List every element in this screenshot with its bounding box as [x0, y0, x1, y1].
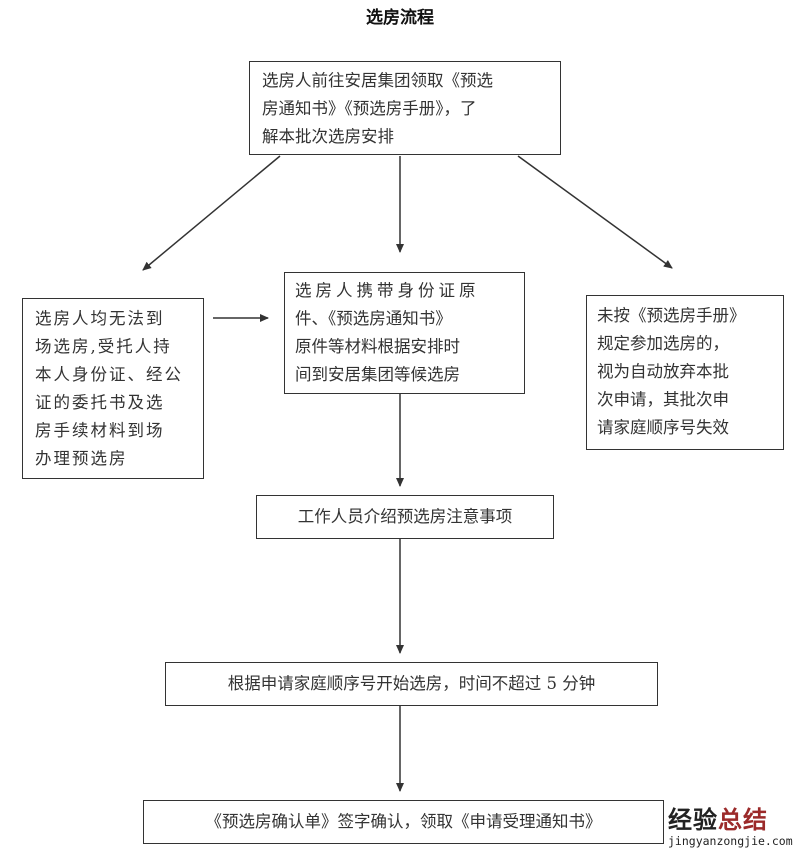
- step-forfeit: 未按《预选房手册》 规定参加选房的， 视为自动放弃本批 次申请，其批次申 请家庭…: [586, 295, 784, 450]
- box-line: 间到安居集团等候选房: [295, 365, 460, 384]
- box-line: 件、《预选房通知书》: [295, 309, 452, 328]
- box-line: 本人身份证、经公: [35, 365, 183, 384]
- watermark-url: jingyanzongjie.com: [668, 834, 793, 848]
- watermark-text-red: 总结: [718, 806, 768, 834]
- box-line: 原件等材料根据安排时: [295, 337, 460, 356]
- box-line: 规定参加选房的，: [597, 334, 729, 353]
- watermark-logo: 经验总结 jingyanzongjie.com: [668, 806, 798, 848]
- box-line: 房手续材料到场: [35, 421, 165, 440]
- box-line: 视为自动放弃本批: [597, 362, 729, 381]
- step-attend-with-documents: 选房人携带身份证原 件、《预选房通知书》 原件等材料根据安排时 间到安居集团等候…: [284, 272, 525, 394]
- box-line: 次申请，其批次申: [597, 390, 729, 409]
- step-sign-confirmation: 《预选房确认单》签字确认，领取《申请受理通知书》: [143, 800, 664, 844]
- watermark-text: 经验: [668, 806, 718, 834]
- step-briefing: 工作人员介绍预选房注意事项: [256, 495, 554, 539]
- box-line: 选房人前往安居集团领取《预选: [262, 71, 493, 90]
- box-line: 请家庭顺序号失效: [597, 418, 729, 437]
- box-line: 房通知书》《预选房手册》，了: [262, 99, 477, 118]
- box-line: 选房人携带身份证原: [295, 281, 480, 300]
- box-line: 选房人均无法到: [35, 309, 165, 328]
- step-receive-notice: 选房人前往安居集团领取《预选 房通知书》《预选房手册》，了 解本批次选房安排: [249, 61, 561, 155]
- step-start-selection: 根据申请家庭顺序号开始选房，时间不超过 5 分钟: [165, 662, 658, 706]
- box-line: 未按《预选房手册》: [597, 306, 746, 325]
- box-line: 证的委托书及选: [35, 393, 165, 412]
- box-line: 场选房,受托人持: [35, 337, 172, 356]
- arrow-start-to-forfeit: [517, 155, 673, 269]
- box-line: 办理预选房: [35, 449, 128, 468]
- box-line: 解本批次选房安排: [262, 127, 394, 146]
- flowchart-title: 选房流程: [366, 8, 434, 28]
- step-proxy-selection: 选房人均无法到 场选房,受托人持 本人身份证、经公 证的委托书及选 房手续材料到…: [22, 298, 204, 479]
- arrow-start-to-proxy: [142, 155, 281, 271]
